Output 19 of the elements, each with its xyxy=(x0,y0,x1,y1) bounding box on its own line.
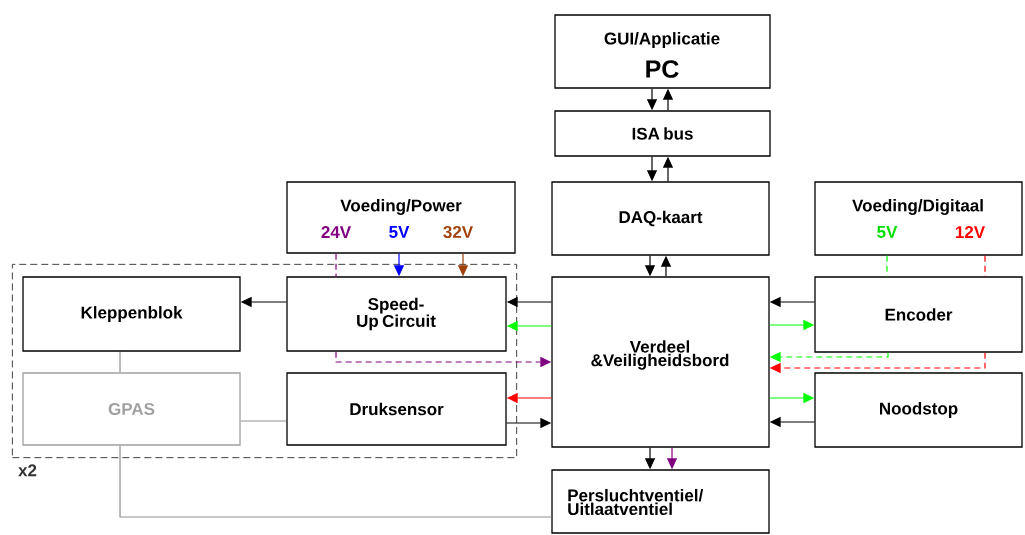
process-box: Voeding/Digitaal 5V 12V xyxy=(814,181,1023,256)
process-box: DAQ-kaart xyxy=(551,181,770,256)
connector-line xyxy=(119,351,121,373)
process-box: ISA bus xyxy=(554,110,771,157)
process-box: Persluchtventiel/ Uitlaatventiel xyxy=(551,469,770,534)
process-box: Verdeel &Veiligheidsbord xyxy=(551,276,770,448)
process-box: GUI/Applicatie PC xyxy=(554,14,771,89)
process-box: Kleppenblok xyxy=(22,276,241,352)
dashed-group-box xyxy=(11,263,518,459)
process-box: Druksensor xyxy=(286,372,507,446)
connector-line xyxy=(335,253,337,277)
process-box: Encoder xyxy=(814,276,1023,353)
process-box: Speed-Up Circuit xyxy=(286,276,507,352)
connector-line xyxy=(240,420,287,422)
process-box: GPAS xyxy=(22,372,241,446)
process-box: Noodstop xyxy=(814,372,1023,448)
connector-line xyxy=(119,445,552,518)
multiplier-label: x2 xyxy=(18,464,37,477)
process-box: Voeding/Power 24V 5V 32V xyxy=(286,181,516,254)
